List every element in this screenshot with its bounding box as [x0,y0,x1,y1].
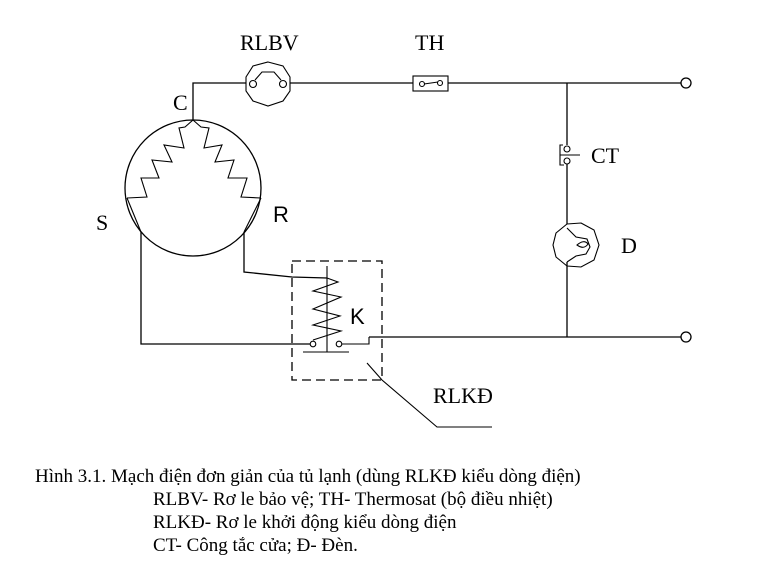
thermostat-symbol [412,75,449,92]
wire-s-to-relay [140,232,310,345]
caption-line-3: RLKĐ- Rơ le khởi động kiểu dòng điện [153,512,457,533]
compressor-motor-symbol [124,119,262,257]
bottom-terminal [680,331,692,343]
label-s: S [96,210,108,235]
door-switch-symbol [559,144,580,166]
label-ct: CT [591,143,620,168]
wire-c-to-rlbv [192,82,246,120]
label-c: C [173,90,188,115]
label-rlkd: RLKĐ [433,383,493,408]
lamp-symbol [552,222,600,268]
top-terminal [680,77,692,89]
label-rlbv: RLBV [240,30,299,55]
rlkd-leader-line [366,362,492,428]
label-r: R [273,202,289,227]
starting-relay-symbol [291,260,383,381]
label-th: TH [415,30,444,55]
caption-line-1: Hình 3.1. Mạch điện đơn giản của tủ lạnh… [35,466,581,487]
wire-r-to-coil [243,232,328,279]
caption-line-2: RLBV- Rơ le bảo vệ; TH- Thermosat (bộ đi… [153,489,553,510]
caption-line-4: CT- Công tắc cửa; Đ- Đèn. [153,535,358,556]
rlbv-relay-symbol [245,61,291,107]
label-k: K [350,304,365,329]
label-d: D [621,233,637,258]
circuit-diagram: RLBV TH C S R K [96,30,692,428]
